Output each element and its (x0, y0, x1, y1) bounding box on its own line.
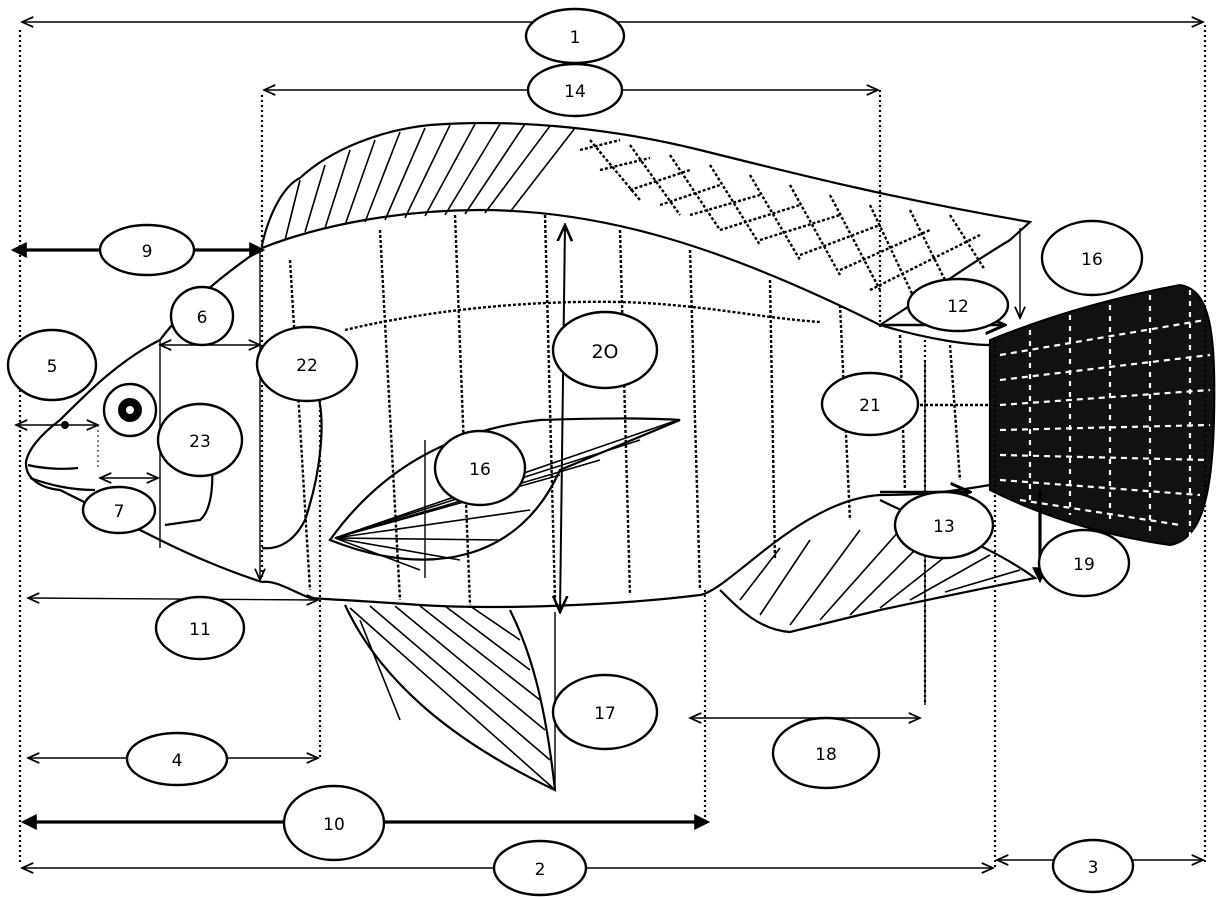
label-16-pectoral: 16 (435, 431, 525, 505)
svg-text:2: 2 (535, 860, 546, 880)
label-3: 3 (1053, 840, 1133, 892)
label-5: 5 (8, 330, 96, 400)
label-13: 13 (895, 492, 993, 558)
svg-text:22: 22 (296, 356, 318, 376)
svg-text:16: 16 (1081, 250, 1103, 270)
label-7: 7 (83, 487, 155, 533)
label-10: 10 (284, 786, 384, 860)
svg-text:4: 4 (172, 751, 183, 771)
dorsal-fin-spines (285, 124, 575, 240)
label-18: 18 (773, 718, 879, 788)
label-9: 9 (100, 225, 194, 275)
svg-text:6: 6 (197, 308, 208, 328)
svg-text:10: 10 (323, 815, 345, 835)
label-21: 21 (822, 373, 918, 435)
pelvic-fin (345, 605, 555, 790)
label-19: 19 (1039, 530, 1129, 596)
svg-text:21: 21 (859, 396, 881, 416)
svg-text:13: 13 (933, 517, 955, 537)
svg-text:18: 18 (815, 745, 837, 765)
label-4: 4 (127, 733, 227, 785)
svg-text:11: 11 (189, 620, 211, 640)
caudal-fin (990, 285, 1214, 545)
operculum (262, 395, 322, 548)
svg-text:14: 14 (564, 82, 586, 102)
label-23: 23 (158, 404, 242, 476)
svg-text:9: 9 (142, 242, 153, 262)
svg-text:2O: 2O (591, 341, 618, 363)
dorsal-fin-soft-rays-pattern (580, 140, 985, 300)
label-1: 1 (526, 9, 624, 63)
mouth-line (28, 465, 95, 490)
label-11: 11 (156, 597, 244, 659)
label-12: 12 (908, 279, 1008, 331)
svg-text:23: 23 (189, 432, 211, 452)
svg-text:17: 17 (594, 704, 616, 724)
label-2: 2 (494, 841, 586, 895)
eye (104, 384, 156, 436)
svg-text:1: 1 (570, 28, 581, 48)
label-17: 17 (553, 675, 657, 749)
svg-text:7: 7 (114, 502, 125, 522)
label-22: 22 (257, 327, 357, 401)
label-14: 14 (528, 64, 622, 116)
label-6: 6 (171, 287, 233, 345)
svg-text:12: 12 (947, 297, 969, 317)
label-16-dorsal: 16 (1042, 221, 1142, 295)
svg-text:5: 5 (47, 357, 58, 377)
svg-text:19: 19 (1073, 555, 1095, 575)
labels: 1 14 9 16 6 12 5 22 2O 21 23 16 7 13 19 … (8, 9, 1142, 895)
label-20: 2O (553, 312, 657, 388)
svg-text:3: 3 (1088, 858, 1099, 878)
svg-text:16: 16 (469, 460, 491, 480)
